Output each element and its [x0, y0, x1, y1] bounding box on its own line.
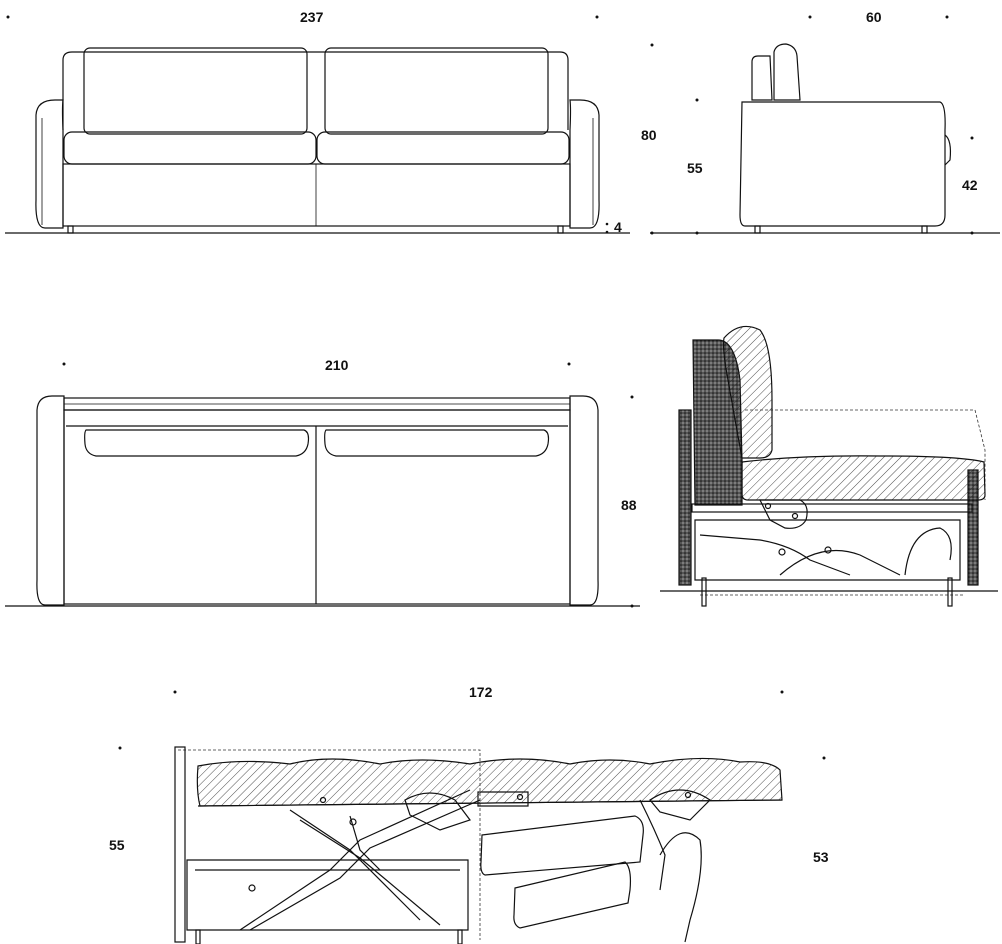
sofa-front-view — [5, 47, 630, 234]
bed-lower-frame — [186, 859, 469, 931]
dim-dot — [945, 15, 949, 19]
pivot — [791, 512, 799, 520]
bed-support-arm — [639, 799, 666, 891]
dim-mattress-left: 55 — [109, 837, 125, 853]
pivot — [248, 884, 256, 892]
sofa-bed-open-view — [174, 746, 783, 944]
pivot — [349, 818, 357, 826]
dim-seat-height: 55 — [687, 160, 703, 176]
scissor-arm-4 — [249, 799, 481, 931]
right-arm — [569, 99, 600, 229]
dim-dot — [780, 690, 784, 694]
dim-dot — [970, 231, 974, 235]
bed-closed-outline-dashed — [178, 749, 481, 940]
pivot — [764, 502, 772, 510]
back-cushion-left — [83, 47, 308, 135]
pivot — [516, 793, 524, 801]
dim-dot — [6, 15, 10, 19]
foot-right — [557, 225, 564, 234]
section-foot-front — [947, 577, 953, 607]
dim-arm-height: 42 — [962, 177, 978, 193]
side-body — [739, 101, 946, 227]
seat-cushion-left — [63, 131, 317, 165]
dim-side-depth: 60 — [866, 9, 882, 25]
scissor-link — [349, 815, 381, 871]
section-back-cushion — [722, 325, 773, 459]
dim-mattress-right: 53 — [813, 849, 829, 865]
dim-front-width: 237 — [300, 9, 324, 25]
pull-handle-right — [324, 429, 550, 457]
hinge-plate — [477, 791, 529, 807]
dim-dot — [567, 362, 571, 366]
base-body — [63, 409, 571, 605]
dim-dot — [595, 15, 599, 19]
bed-slat-line — [197, 799, 783, 807]
base-right-arm — [569, 395, 599, 606]
sofa-section-view — [660, 325, 998, 607]
dim-dot — [605, 230, 609, 234]
dim-bed-length: 172 — [469, 684, 493, 700]
dim-dot — [695, 231, 699, 235]
left-arm — [35, 99, 64, 229]
pivot — [319, 796, 327, 804]
mechanism-top-bar — [691, 503, 973, 513]
side-back-cushion-rear — [751, 55, 773, 101]
side-seat-front — [944, 134, 952, 166]
dim-dot — [173, 690, 177, 694]
hinge-bracket-right — [649, 789, 711, 821]
dim-dot — [630, 604, 634, 608]
dim-total-height: 80 — [641, 127, 657, 143]
dim-dot — [695, 98, 699, 102]
mechanism-arm-2 — [779, 549, 901, 576]
mechanism-arm-1 — [699, 534, 851, 576]
side-back-cushion-front — [773, 43, 801, 101]
dim-bed-height: 88 — [621, 497, 637, 513]
dim-dot — [650, 231, 654, 235]
dim-dot — [822, 756, 826, 760]
scissor-arm-3 — [239, 789, 471, 931]
hinge-bracket-left — [404, 792, 471, 831]
bed-foot-mid — [457, 929, 463, 944]
pivot — [824, 546, 832, 554]
section-seat-cushion — [741, 455, 986, 501]
mechanism-frame — [694, 519, 961, 581]
sofa-base — [62, 163, 571, 227]
dim-dot — [808, 15, 812, 19]
section-rear-panel — [678, 409, 692, 586]
dim-base-width: 210 — [325, 357, 349, 373]
base-left-arm — [36, 395, 65, 606]
pivot — [684, 791, 692, 799]
folded-cushion-lower — [513, 861, 632, 929]
dim-dot — [62, 362, 66, 366]
pull-handle-left — [84, 429, 310, 457]
seat-cushion-right — [316, 131, 570, 165]
pivot — [778, 548, 786, 556]
dim-dot — [605, 222, 609, 226]
bed-rear-panel — [174, 746, 186, 943]
mechanism-arm-3 — [904, 527, 952, 576]
sofa-base-front-view — [5, 395, 640, 607]
bed-front-leg — [659, 832, 702, 943]
dim-dot — [630, 395, 634, 399]
section-foot-rear — [701, 577, 707, 607]
foot-left — [67, 225, 74, 234]
dim-dot — [118, 746, 122, 750]
bed-mattress — [196, 757, 783, 807]
dim-dot — [650, 43, 654, 47]
folded-cushion-upper — [480, 815, 644, 876]
dim-dot — [970, 136, 974, 140]
mechanism-bracket — [759, 499, 808, 529]
dim-foot-height: 4 — [614, 219, 622, 235]
side-foot-front — [921, 225, 928, 234]
cushion-outline-dashed — [745, 409, 986, 500]
side-foot-rear — [754, 225, 761, 234]
sofa-side-view — [650, 43, 1000, 234]
backrest-frame — [62, 51, 569, 130]
bed-foot-rear — [195, 929, 201, 944]
back-cushion-right — [324, 47, 549, 135]
